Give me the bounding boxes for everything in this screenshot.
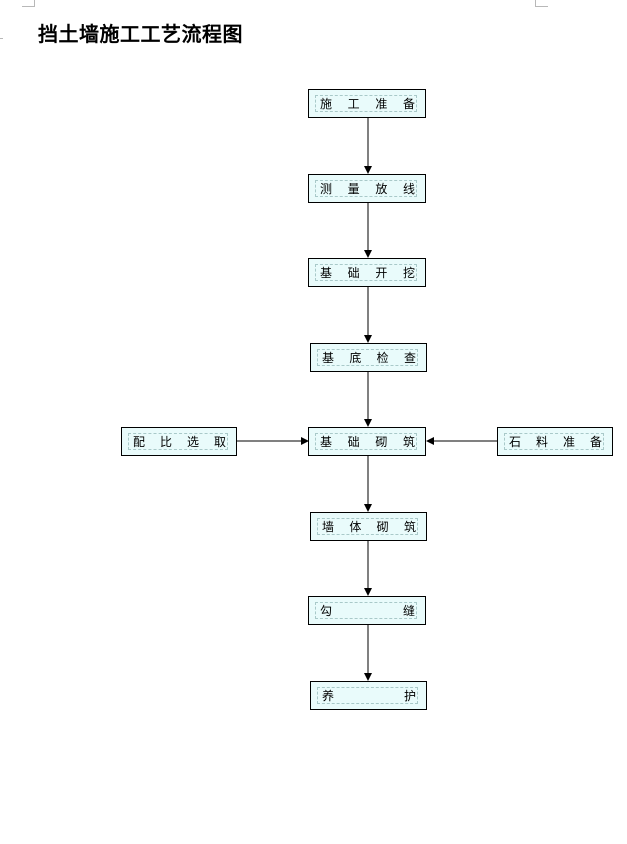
label-char: 基 (320, 265, 333, 280)
step-box-1: 施工准备 (308, 89, 426, 118)
step-box-6: 墙体砌筑 (310, 512, 427, 541)
input-box-left: 配比选取 (121, 427, 237, 456)
label-char: 基 (322, 350, 335, 365)
input-label-right: 石料准备 (504, 433, 604, 450)
step-box-5: 基础砌筑 (308, 427, 426, 456)
label-char: 比 (159, 434, 172, 449)
page-title: 挡土墙施工工艺流程图 (38, 22, 243, 46)
label-char: 选 (186, 434, 199, 449)
label-char: 料 (535, 434, 548, 449)
label-char: 放 (375, 181, 388, 196)
label-char: 勾 (320, 603, 333, 618)
crop-mark-top-right (535, 0, 536, 6)
step-label-6: 墙体砌筑 (317, 518, 418, 535)
step-label-2: 测量放线 (315, 180, 417, 197)
label-char: 缝 (402, 603, 415, 618)
label-char: 砌 (376, 519, 389, 534)
label-char: 石 (509, 434, 522, 449)
label-char: 准 (375, 96, 388, 111)
label-char: 准 (562, 434, 575, 449)
step-label-8: 养护 (317, 687, 418, 704)
crop-mark-top-left-h (22, 6, 35, 7)
label-char: 基 (320, 434, 333, 449)
step-box-2: 测量放线 (308, 174, 426, 203)
label-char: 筑 (403, 519, 416, 534)
step-label-5: 基础砌筑 (315, 433, 417, 450)
label-char: 底 (349, 350, 362, 365)
label-char: 配 (133, 434, 146, 449)
step-label-7: 勾缝 (315, 602, 417, 619)
crop-mark-top-right-h (535, 6, 548, 7)
label-char: 砌 (375, 434, 388, 449)
label-char: 开 (375, 265, 388, 280)
label-char: 护 (403, 688, 416, 703)
label-char: 测 (320, 181, 333, 196)
input-label-left: 配比选取 (128, 433, 228, 450)
label-char: 查 (403, 350, 416, 365)
label-char: 施 (320, 96, 333, 111)
label-char: 础 (347, 434, 360, 449)
crop-mark-left-edge (0, 38, 3, 39)
crop-mark-top-left (34, 0, 35, 6)
label-char: 线 (402, 181, 415, 196)
label-char: 检 (376, 350, 389, 365)
input-box-right: 石料准备 (497, 427, 613, 456)
label-char: 工 (347, 96, 360, 111)
label-char: 养 (322, 688, 335, 703)
step-box-8: 养护 (310, 681, 427, 710)
label-char: 墙 (322, 519, 335, 534)
label-char: 备 (589, 434, 602, 449)
label-char: 取 (213, 434, 226, 449)
label-char: 挖 (402, 265, 415, 280)
step-label-1: 施工准备 (315, 95, 417, 112)
step-box-7: 勾缝 (308, 596, 426, 625)
step-label-4: 基底检查 (317, 349, 418, 366)
label-char: 量 (347, 181, 360, 196)
label-char: 筑 (402, 434, 415, 449)
label-char: 础 (347, 265, 360, 280)
step-box-3: 基础开挖 (308, 258, 426, 287)
step-label-3: 基础开挖 (315, 264, 417, 281)
step-box-4: 基底检查 (310, 343, 427, 372)
label-char: 体 (349, 519, 362, 534)
label-char: 备 (402, 96, 415, 111)
